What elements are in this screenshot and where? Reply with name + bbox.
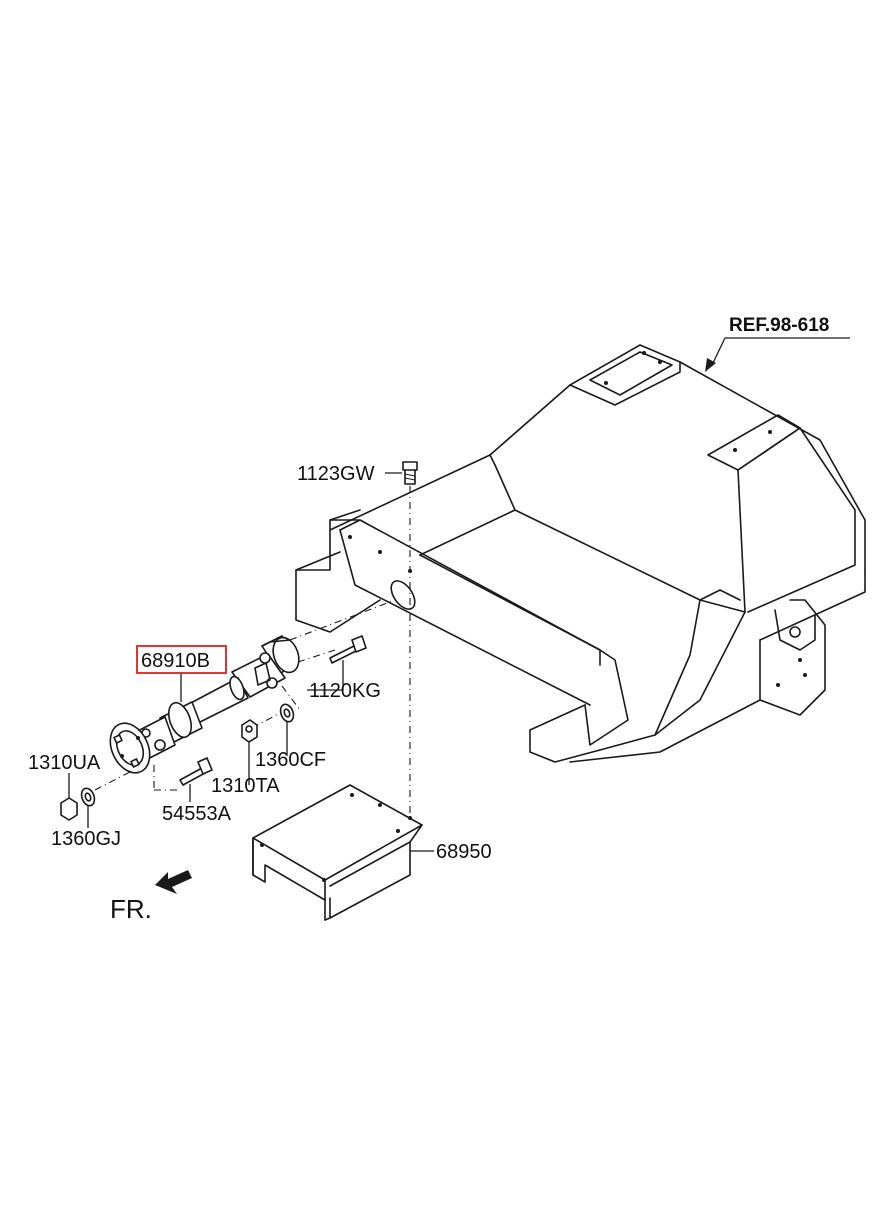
- fasteners-drawing: [60, 635, 367, 821]
- label-front-direction: FR.: [110, 894, 152, 924]
- part-labels: REF.98-618 1123GW 68910B 1120KG 1360CF 1…: [28, 315, 829, 924]
- label-54553a[interactable]: 54553A: [162, 803, 232, 825]
- label-68910b[interactable]: 68910B: [141, 650, 210, 672]
- label-1310ta[interactable]: 1310TA: [211, 775, 280, 797]
- vehicle-frame-drawing: [295, 344, 866, 763]
- label-1123gw[interactable]: 1123GW: [297, 463, 375, 485]
- label-1360gj[interactable]: 1360GJ: [51, 828, 121, 850]
- bolt-1123gw-drawing: [402, 461, 418, 830]
- highlight-box-68910b: [136, 645, 227, 674]
- label-ref[interactable]: REF.98-618: [729, 315, 829, 336]
- label-68950[interactable]: 68950: [436, 841, 492, 863]
- propeller-shaft-drawing: [94, 599, 396, 791]
- label-1120kg[interactable]: 1120KG: [309, 680, 381, 702]
- label-1310ua[interactable]: 1310UA: [28, 752, 101, 774]
- bracket-68950-drawing: [252, 784, 423, 921]
- front-direction-arrow: [155, 870, 192, 894]
- label-1360cf[interactable]: 1360CF: [255, 749, 326, 771]
- leader-lines: [68, 337, 850, 852]
